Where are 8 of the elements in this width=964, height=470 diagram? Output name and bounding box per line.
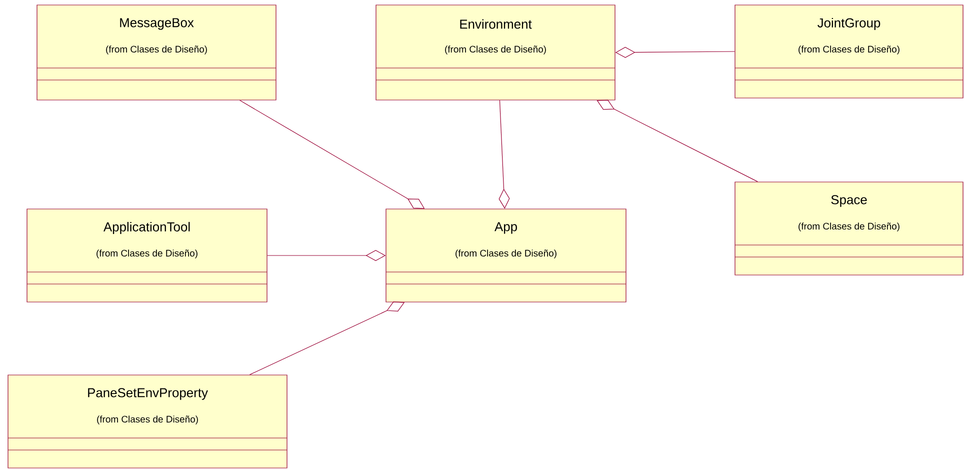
class-box: MessageBox (from Clases de Diseño) [36,4,276,100]
class-box: ApplicationTool (from Clases de Diseño) [26,208,268,302]
aggregation-line [596,100,758,182]
class-box: PaneSetEnvProperty (from Clases de Diseño) [8,374,288,468]
class-box: App (from Clases de Diseño) [386,208,626,302]
class-box: Space (from Clases de Diseño) [734,182,964,276]
class-box: Environment (from Clases de Diseño) [376,4,616,100]
class-box: JointGroup (from Clases de Diseño) [734,4,964,98]
